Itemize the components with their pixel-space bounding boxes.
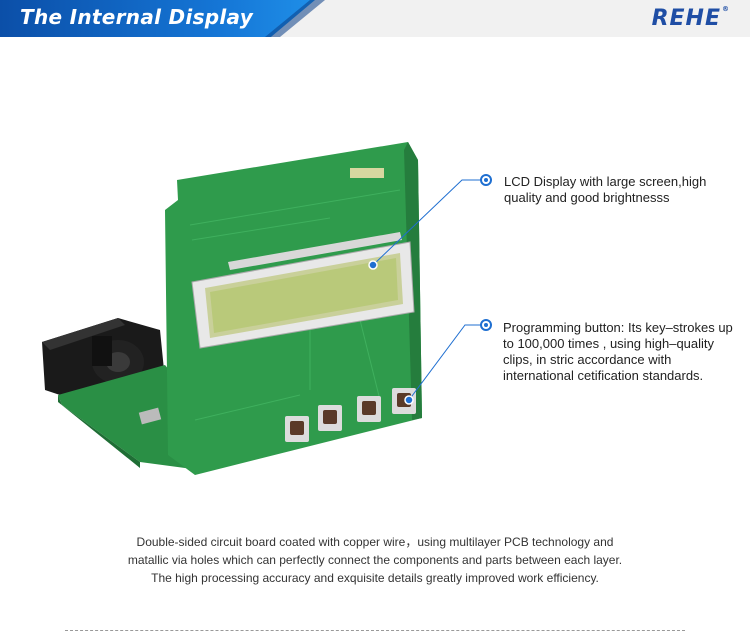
lcd-marker-dot [368,260,378,270]
description-line: Double-sided circuit board coated with c… [136,535,614,549]
description-line: matallic via holes which can perfectly c… [127,553,623,567]
current-sensor [42,318,165,405]
lcd-display [191,241,415,349]
page-title: The Internal Display [20,5,254,29]
callout-leader-button [408,324,482,401]
brand-logo: REHE® [652,5,730,31]
callout-leader-lcd [372,179,482,266]
description: Double-sided circuit board coated with c… [50,533,700,587]
callout-lcd-text: LCD Display with large screen,high quali… [504,174,707,205]
header-bar: The Internal Display REHE® [0,0,750,37]
brand-name: REHE [651,6,721,31]
description-line: The high processing accuracy and exquisi… [151,571,599,585]
button-marker-dot [404,395,414,405]
programming-buttons [285,388,416,442]
bottom-divider [65,630,685,631]
circuit-board-illustration [42,142,492,475]
title-banner [0,0,315,37]
registered-mark: ® [722,5,730,13]
callout-button-text: Programming button: Its key–strokes up t… [503,320,733,383]
